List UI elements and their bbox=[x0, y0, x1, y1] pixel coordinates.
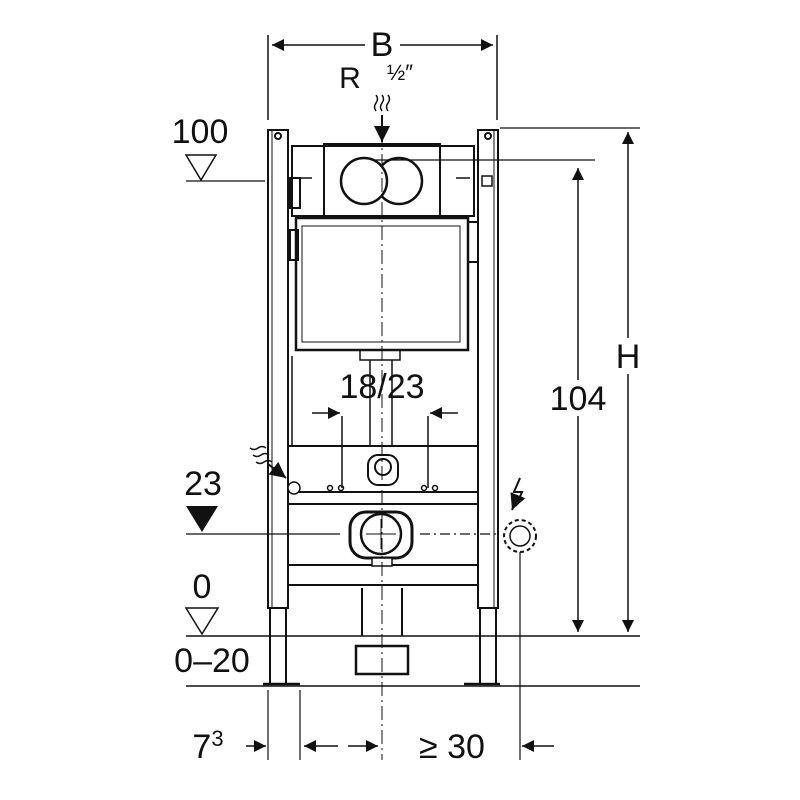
height-104-dimension: 104 bbox=[548, 168, 608, 632]
triangle-level-icon bbox=[184, 607, 220, 636]
side-water-wave-icon bbox=[249, 445, 301, 495]
drain-level-marker: 23 bbox=[184, 465, 500, 535]
floor-range-label: 0–20 bbox=[174, 642, 250, 680]
connection-r-label: R bbox=[339, 62, 361, 95]
height-h-dimension: H bbox=[500, 127, 644, 632]
upper-fitting bbox=[367, 454, 399, 486]
cistern-marks bbox=[300, 175, 493, 187]
floor-zero-label: 0 bbox=[193, 568, 212, 606]
inner-pipes bbox=[291, 356, 439, 492]
cistern bbox=[291, 143, 475, 361]
connection-label: R ½″ bbox=[339, 60, 413, 95]
electrical-socket bbox=[503, 477, 537, 760]
right-offset-label: ≥ 30 bbox=[419, 728, 485, 766]
left-offset-sup: 3 bbox=[211, 726, 223, 751]
floor-lines bbox=[186, 635, 640, 687]
height-104-label: 104 bbox=[550, 380, 607, 418]
height-h-label: H bbox=[616, 338, 641, 376]
width-label: B bbox=[371, 26, 394, 64]
left-offset-base: 7 bbox=[192, 728, 211, 766]
connection-frac-label: ½″ bbox=[387, 60, 413, 85]
drain-level-label: 23 bbox=[184, 465, 222, 503]
frame bbox=[263, 129, 500, 686]
bottom-dimensions bbox=[246, 690, 554, 760]
width-dimension: B bbox=[267, 26, 498, 120]
flush-buttons bbox=[339, 156, 424, 206]
spacing-dimension: 18/23 bbox=[312, 368, 458, 419]
top-level-label: 100 bbox=[172, 113, 229, 151]
water-wave-icon bbox=[373, 94, 391, 112]
triangle-level-icon bbox=[186, 506, 218, 532]
top-level-marker: 100 bbox=[172, 113, 265, 182]
triangle-level-icon bbox=[184, 154, 218, 182]
drain-connection bbox=[348, 510, 414, 567]
floor-zero-marker: 0 0–20 bbox=[174, 568, 250, 680]
left-offset-label: 73 bbox=[192, 726, 223, 766]
